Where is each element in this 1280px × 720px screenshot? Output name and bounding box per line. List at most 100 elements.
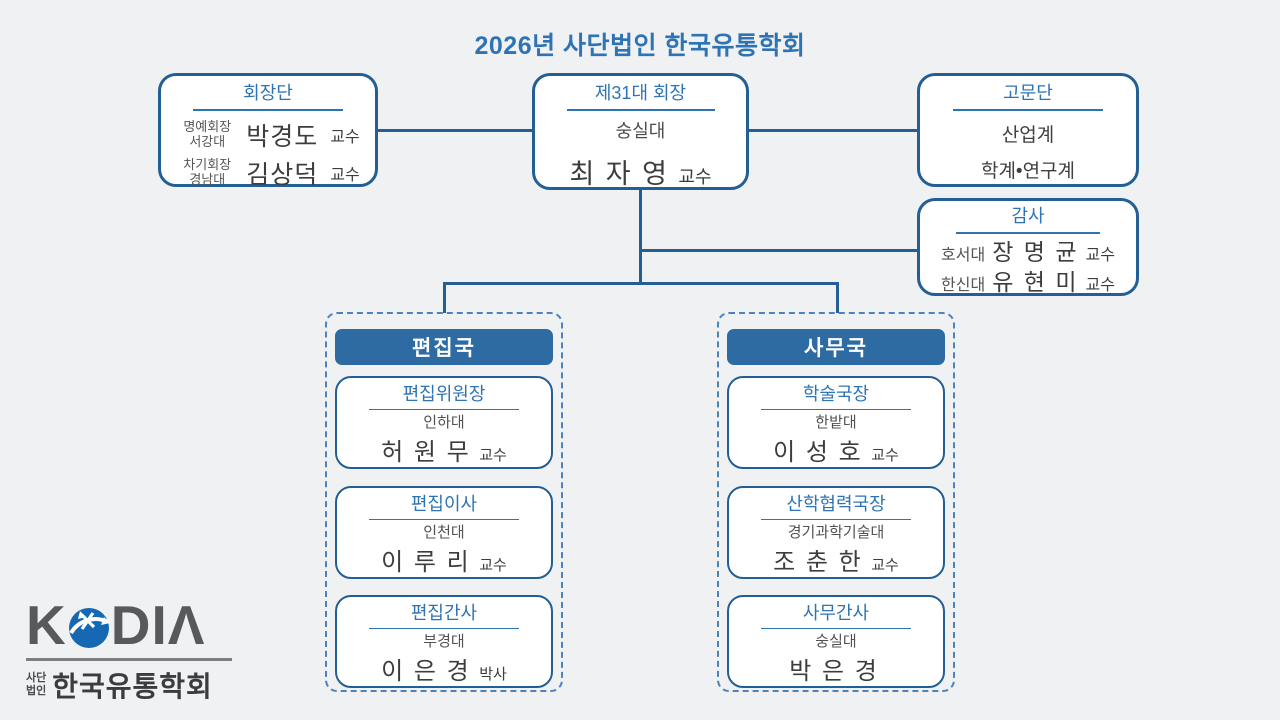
advisors-line: 산업계 [1001,124,1055,146]
connector-leadership-president [378,129,533,132]
logo-org-name: 한국유통학회 [52,670,213,702]
leadership-title: 회장단 [243,83,293,103]
title-underline [369,408,519,411]
office-group-header: 사무국 [727,329,945,365]
person-suffix: 교수 [1085,246,1115,264]
president-title: 제31대 회장 [594,83,687,103]
role-label: 차기회장 [183,156,232,172]
advisors-title: 고문단 [1003,83,1053,103]
member-name-row: 박 은 경 [729,651,943,686]
member-title: 사무간사 [802,603,870,623]
member-name-row: 조 춘 한 교수 [729,542,943,577]
person-suffix: 교수 [871,557,899,575]
member-org: 숭실대 [815,633,857,651]
member-org: 경기과학기술대 [787,524,885,542]
advisors-line: 학계•연구계 [980,160,1076,182]
auditors-title: 감사 [1011,206,1045,226]
person-name: 이 은 경 [381,658,471,686]
logo-divider [26,658,232,661]
member-title: 편집간사 [410,603,478,623]
leadership-row: 명예회장 서강대 박경도 교수 [161,117,375,153]
person-name: 장 명 균 [992,238,1079,265]
member-org: 부경대 [423,633,465,651]
office-group: 사무국 학술국장 한밭대 이 성 호 교수 산학협력국장 경기과학기술대 조 춘… [717,312,955,692]
president-org: 숭실대 [615,120,666,141]
role-label: 명예회장 [183,118,232,134]
auditor-row: 호서대 장 명 균 교수 [920,238,1136,267]
page-title: 2026년 사단법인 한국유통학회 [474,32,806,60]
org-label: 호서대 [941,246,986,264]
logo-entity-type-bottom: 법인 [26,684,47,697]
president-box: 제31대 회장 숭실대 최 자 영 교수 [532,73,749,190]
connector-office-drop [836,282,839,313]
connector-editorial-drop [443,282,446,313]
leadership-role-org: 차기회장 경남대 [176,156,238,188]
kodia-logo: K DIΛ 사단 법인 한국유통학회 [26,598,232,705]
person-name: 조 춘 한 [773,549,863,577]
title-underline [761,518,911,521]
person-suffix: 교수 [678,166,712,187]
person-name: 김상덕 [246,160,319,189]
person-name: 이 루 리 [381,549,471,577]
title-underline [761,408,911,411]
auditors-box: 감사 호서대 장 명 균 교수 한신대 유 현 미 교수 [917,198,1139,296]
connector-president-down [639,189,642,285]
member-box-office-secretary: 사무간사 숭실대 박 은 경 [727,595,945,688]
connector-president-advisors [748,129,918,132]
title-underline [193,108,343,111]
president-name-row: 최 자 영 교수 [535,152,746,191]
person-name: 최 자 영 [569,158,669,189]
title-underline [369,627,519,630]
member-org: 인천대 [423,524,465,542]
auditor-row: 한신대 유 현 미 교수 [920,268,1136,297]
kodia-wordmark: K DIΛ [26,598,232,653]
leadership-row: 차기회장 경남대 김상덕 교수 [161,155,375,191]
member-name-row: 이 루 리 교수 [337,542,551,577]
member-box-academic-director: 학술국장 한밭대 이 성 호 교수 [727,376,945,469]
person-suffix: 박사 [479,666,507,684]
title-underline [566,108,715,111]
org-label: 한신대 [941,277,986,295]
org-label: 경남대 [189,171,226,187]
member-title: 편집위원장 [402,384,486,404]
person-name: 허 원 무 [381,439,471,467]
logo-entity-type: 사단 법인 [26,672,46,696]
member-title: 학술국장 [802,384,870,404]
person-suffix: 교수 [330,166,360,184]
member-box-editorial-secretary: 편집간사 부경대 이 은 경 박사 [335,595,553,688]
logo-letters-dia: DIΛ [110,594,206,656]
member-title: 산학협력국장 [786,494,886,514]
editorial-group-header: 편집국 [335,329,553,365]
connector-branch [443,282,839,285]
advisors-box: 고문단 산업계 학계•연구계 [917,73,1139,187]
person-suffix: 교수 [479,557,507,575]
logo-org-row: 사단 법인 한국유통학회 [26,665,232,705]
person-name: 이 성 호 [773,439,863,467]
member-title: 편집이사 [410,494,478,514]
person-suffix: 교수 [871,447,899,465]
member-name-row: 허 원 무 교수 [337,432,551,467]
leadership-role-org: 명예회장 서강대 [176,118,238,150]
logo-letter-k: K [26,594,67,656]
person-suffix: 교수 [330,128,360,146]
member-org: 인하대 [423,414,465,432]
member-name-row: 이 성 호 교수 [729,432,943,467]
person-name: 박 은 경 [789,658,879,686]
editorial-group: 편집국 편집위원장 인하대 허 원 무 교수 편집이사 인천대 이 루 리 교수… [325,312,563,692]
title-underline [956,231,1100,234]
member-name-row: 이 은 경 박사 [337,651,551,686]
member-box-editorial-chief: 편집위원장 인하대 허 원 무 교수 [335,376,553,469]
logo-entity-type-top: 사단 [26,672,47,685]
globe-icon [68,607,110,648]
person-suffix: 교수 [479,447,507,465]
connector-to-auditors [639,249,918,252]
person-name: 박경도 [246,122,319,151]
org-label: 서강대 [189,133,226,149]
title-underline [953,108,1103,111]
member-org: 한밭대 [815,414,857,432]
member-box-cooperation-director: 산학협력국장 경기과학기술대 조 춘 한 교수 [727,486,945,579]
title-underline [761,627,911,630]
person-suffix: 교수 [1085,277,1115,295]
leadership-box: 회장단 명예회장 서강대 박경도 교수 차기회장 경남대 김상덕 교수 [158,73,378,189]
